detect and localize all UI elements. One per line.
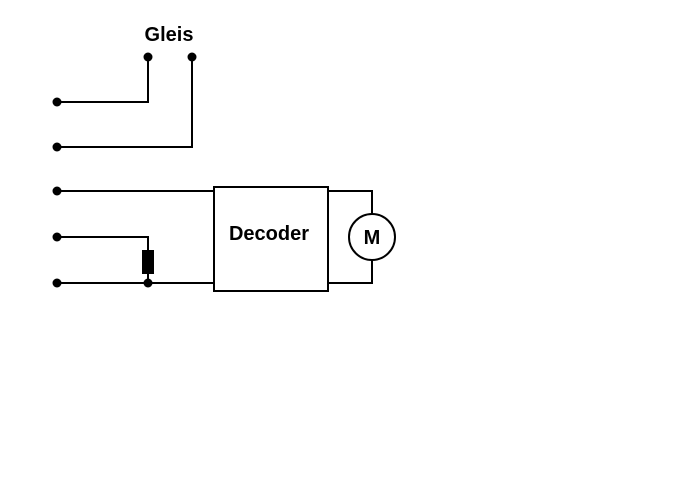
terminal-1 [52,97,62,107]
terminal-4 [52,232,62,242]
track-label: Gleis [145,24,194,46]
terminal-3 [52,186,62,196]
decoder-label: Decoder [229,223,309,245]
track-contact-1 [143,52,153,62]
track-wire-2 [56,56,193,148]
track-wire-1 [56,56,149,103]
resistor-branch-wire [56,236,149,284]
terminal-5 [52,278,62,288]
motor-wire-bottom [327,259,373,284]
motor-symbol [348,213,396,261]
motor-label: M [364,227,381,249]
decoder-box [213,186,329,292]
resistor [142,250,154,274]
junction-node [143,278,153,288]
motor-wire-top [327,190,373,215]
terminal-2 [52,142,62,152]
track-contact-2 [187,52,197,62]
